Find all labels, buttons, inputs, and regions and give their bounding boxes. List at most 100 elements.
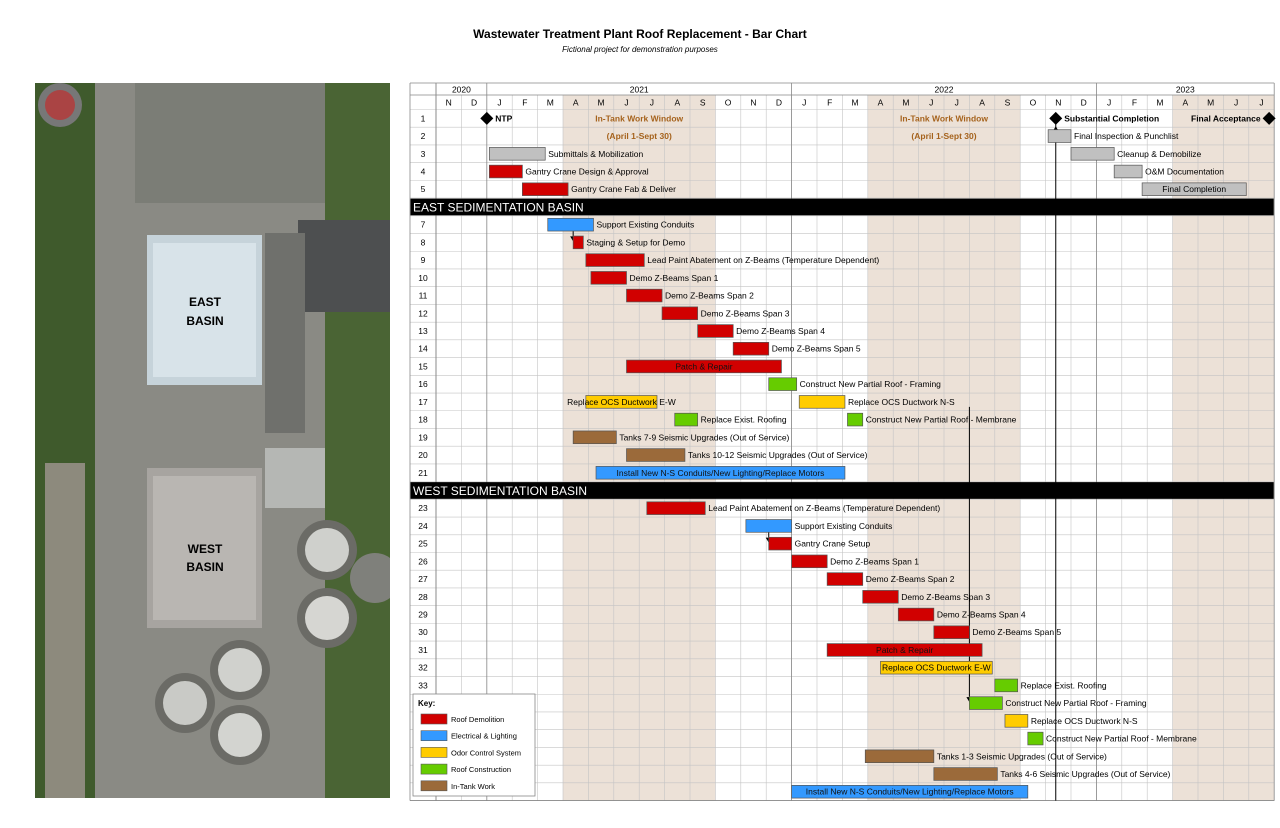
year-label: 2020 xyxy=(452,85,471,95)
task-bar xyxy=(488,147,546,161)
east-basin-label-line1: EAST xyxy=(189,295,222,309)
task-bar xyxy=(674,412,698,427)
milestone-label: Final Acceptance xyxy=(1191,113,1261,123)
year-label: 2022 xyxy=(935,85,954,95)
task-bar xyxy=(595,466,846,480)
task-label: Demo Z-Beams Span 1 xyxy=(830,556,919,566)
legend-title: Key: xyxy=(418,699,435,708)
legend-box xyxy=(412,693,536,797)
task-bar xyxy=(791,785,1029,799)
legend-label: Electrical & Lighting xyxy=(451,732,517,741)
row-number: 32 xyxy=(418,663,428,673)
task-bar xyxy=(590,271,627,285)
row-number: 20 xyxy=(418,450,428,460)
task-bar xyxy=(768,536,792,551)
month-label: A xyxy=(1182,98,1188,108)
task-bar xyxy=(897,607,935,622)
task-bar xyxy=(661,306,698,320)
month-label: S xyxy=(1005,98,1011,108)
row-number: 10 xyxy=(418,273,428,283)
east-basin-label-line2: BASIN xyxy=(186,314,223,328)
task-label: Demo Z-Beams Span 5 xyxy=(772,344,861,354)
task-label: Replace Exist. Roofing xyxy=(701,415,787,425)
task-bar xyxy=(1113,164,1143,179)
task-label: Replace OCS Ductwork N-S xyxy=(1031,716,1138,726)
task-bar xyxy=(826,643,983,657)
task-bar xyxy=(572,430,617,445)
task-label: Construct New Partial Roof - Framing xyxy=(1005,698,1147,708)
month-label: J xyxy=(650,98,654,108)
task-label: Demo Z-Beams Span 3 xyxy=(701,308,790,318)
row-number: 7 xyxy=(421,220,426,230)
row-number: 8 xyxy=(421,237,426,247)
west-basin-label-line2: BASIN xyxy=(186,560,223,574)
row-number: 15 xyxy=(418,361,428,371)
row-number: 14 xyxy=(418,344,428,354)
task-label: Tanks 7-9 Seismic Upgrades (Out of Servi… xyxy=(619,432,789,442)
month-label: F xyxy=(1132,98,1137,108)
task-bar xyxy=(1141,182,1247,196)
task-bar xyxy=(626,288,663,303)
milestone-label: Substantial Completion xyxy=(1064,113,1159,123)
task-bar xyxy=(1070,147,1115,161)
month-label: M xyxy=(598,98,605,108)
task-bar xyxy=(994,678,1019,693)
task-label: Replace OCS Ductwork E-W xyxy=(882,663,991,673)
task-label: Cleanup & Demobilize xyxy=(1117,149,1201,159)
task-bar xyxy=(626,359,782,374)
task-label: Tanks 1-3 Seismic Upgrades (Out of Servi… xyxy=(937,751,1107,761)
task-bar xyxy=(826,572,864,586)
row-number: 33 xyxy=(418,680,428,690)
row-number: 5 xyxy=(421,184,426,194)
month-label: A xyxy=(674,98,680,108)
task-label: Gantry Crane Setup xyxy=(795,539,871,549)
row-number: 27 xyxy=(418,574,428,584)
task-bar xyxy=(862,590,899,604)
legend-label: In-Tank Work xyxy=(451,782,495,791)
task-label: Tanks 4-6 Seismic Upgrades (Out of Servi… xyxy=(1000,769,1170,779)
task-bar xyxy=(880,660,993,675)
task-label: Demo Z-Beams Span 5 xyxy=(972,627,1061,637)
row-number: 31 xyxy=(418,645,428,655)
task-label: Replace OCS Ductwork N-S xyxy=(848,397,955,407)
aerial-photo: EAST BASIN WEST BASIN xyxy=(35,83,390,798)
task-label: Patch & Repair xyxy=(675,361,732,371)
legend-label: Roof Demolition xyxy=(451,715,504,724)
section-label: WEST SEDIMENTATION BASIN xyxy=(413,484,587,498)
row-number: 4 xyxy=(421,167,426,177)
task-bar xyxy=(697,324,734,338)
month-label: N xyxy=(446,98,452,108)
row-number: 18 xyxy=(418,415,428,425)
task-label: Lead Paint Abatement on Z-Beams (Tempera… xyxy=(708,503,940,513)
west-basin-label-line1: WEST xyxy=(188,542,223,556)
task-label: Construct New Partial Roof - Membrane xyxy=(1046,734,1197,744)
task-label: Submittals & Mobilization xyxy=(548,149,643,159)
row-number: 19 xyxy=(418,432,428,442)
month-label: D xyxy=(776,98,782,108)
legend-swatch xyxy=(420,713,448,725)
row-number: 28 xyxy=(418,592,428,602)
month-label: J xyxy=(955,98,959,108)
task-label: Final Inspection & Punchlist xyxy=(1074,131,1179,141)
chart-subtitle: Fictional project for demonstration purp… xyxy=(562,45,718,54)
task-label: Final Completion xyxy=(1162,184,1226,194)
task-bar xyxy=(791,554,828,569)
task-bar xyxy=(585,253,645,267)
month-label: M xyxy=(852,98,859,108)
task-bar xyxy=(626,448,686,462)
row-number: 11 xyxy=(419,291,428,301)
month-label: J xyxy=(1107,98,1111,108)
legend-swatch xyxy=(420,780,448,792)
month-label: J xyxy=(497,98,501,108)
milestone-diamond xyxy=(1262,111,1276,125)
task-bar xyxy=(572,235,584,250)
task-bar xyxy=(1004,714,1029,728)
task-bar xyxy=(1027,731,1044,746)
month-label: M xyxy=(902,98,909,108)
task-bar xyxy=(732,342,770,356)
task-label: Demo Z-Beams Span 4 xyxy=(937,610,1026,620)
month-label: J xyxy=(1259,98,1263,108)
task-label: Construct New Partial Roof - Membrane xyxy=(866,415,1017,425)
row-number: 12 xyxy=(418,308,428,318)
section-bar xyxy=(410,198,1274,216)
